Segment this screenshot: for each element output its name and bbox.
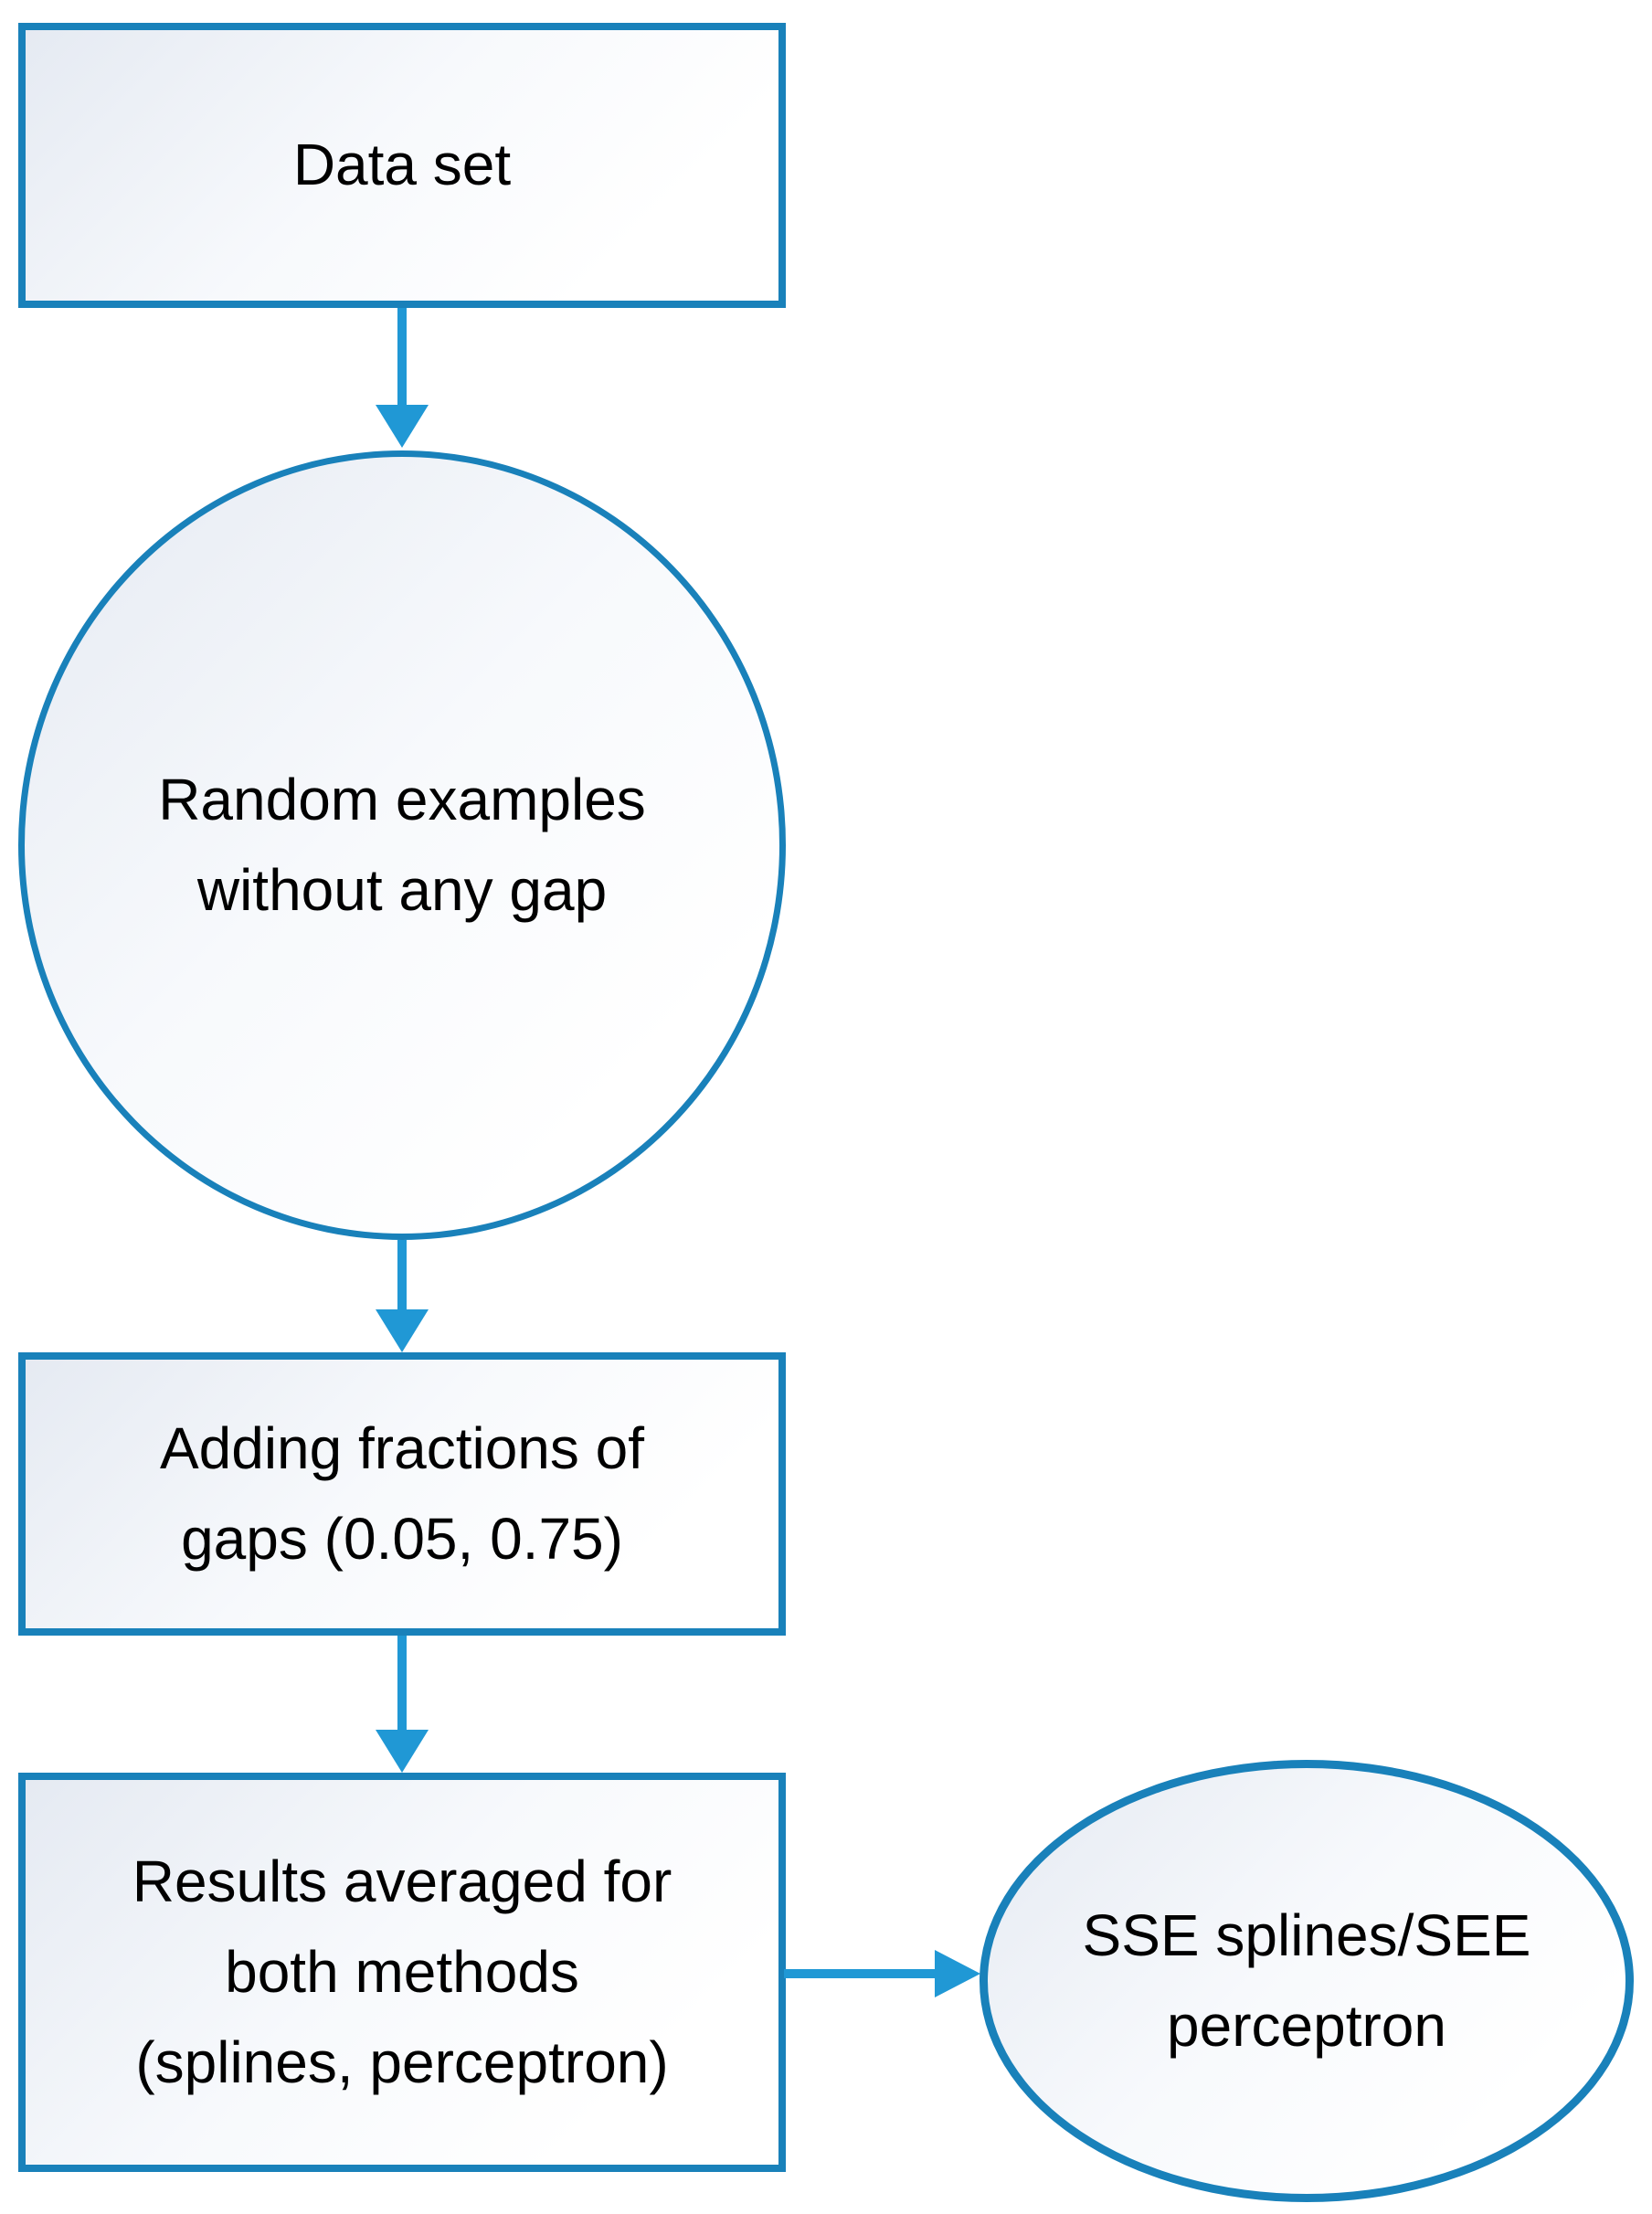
connector-dataset-to-random-arrowhead [376,405,429,448]
connector-results-to-sse-line [784,1969,935,1978]
sse-ratio-ellipse: SSE splines/SEE perceptron [980,1760,1634,2202]
connector-results-to-sse-arrowhead [935,1950,980,1997]
results-averaged-line-1: Results averaged for [132,1848,672,1914]
connector-adding-to-results-arrowhead [376,1730,429,1773]
dataset-box: Data set [18,23,786,308]
adding-fractions-box: Adding fractions of gaps (0.05, 0.75) [18,1352,786,1636]
results-averaged-line-2: both methods [225,1938,579,2005]
connector-adding-to-results-line [397,1636,407,1730]
random-examples-line-2: without any gap [196,857,608,923]
results-averaged-box: Results averaged for both methods (splin… [18,1773,786,2172]
connector-random-to-adding-line [397,1240,407,1309]
connector-dataset-to-random-line [397,308,407,405]
connector-random-to-adding-arrowhead [376,1309,429,1352]
adding-fractions-line-2: gaps (0.05, 0.75) [181,1506,623,1572]
sse-ratio-line-2: perceptron [1167,1993,1446,2059]
random-examples-circle: Random examples without any gap [18,450,786,1240]
sse-ratio-line-1: SSE splines/SEE [1082,1901,1531,1968]
random-examples-line-1: Random examples [158,766,646,832]
adding-fractions-line-1: Adding fractions of [159,1414,645,1481]
dataset-label: Data set [292,132,512,198]
results-averaged-line-3: (splines, perceptron) [135,2029,669,2096]
